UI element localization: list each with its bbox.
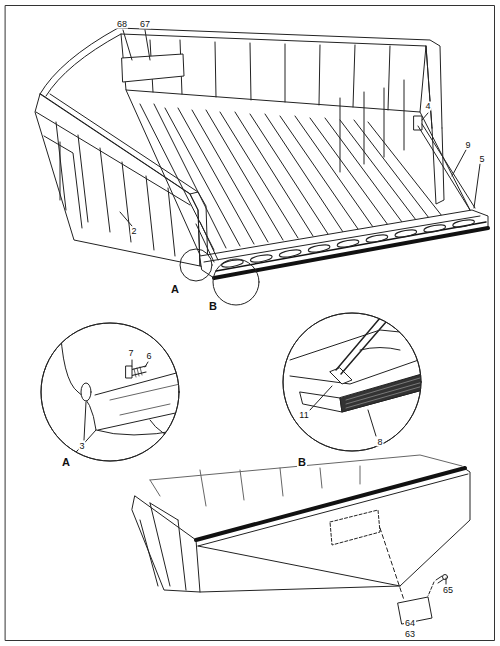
- callout-number: 11: [298, 411, 309, 420]
- detail-letter: B: [297, 457, 307, 468]
- callout-number: 65: [442, 586, 454, 595]
- callout-number: 3: [78, 442, 85, 451]
- callout-number: 8: [376, 438, 383, 447]
- tailgate-slot: [394, 229, 417, 239]
- callout-number: 68: [116, 20, 128, 29]
- callout-number: 63: [404, 630, 416, 639]
- detail-letter: A: [170, 284, 180, 295]
- callout-number: 7: [127, 349, 134, 358]
- callout-number: 9: [464, 141, 471, 150]
- tailgate-slot: [366, 234, 389, 244]
- tailgate-slot: [279, 249, 302, 259]
- detail-letter: B: [208, 301, 218, 312]
- tailgate-slot: [452, 219, 475, 229]
- tailgate-slot: [250, 254, 273, 264]
- callout-number: 2: [130, 227, 137, 236]
- callout-number: 64: [404, 619, 416, 628]
- tailgate-slot: [308, 244, 331, 254]
- tailgate-slot: [423, 224, 446, 234]
- callout-number: 67: [139, 20, 151, 29]
- callout-number: 6: [145, 352, 152, 361]
- callout-number: 4: [424, 102, 431, 111]
- callout-number: 5: [478, 155, 485, 164]
- detail-letter: A: [61, 457, 71, 468]
- tailgate-slot: [337, 239, 360, 249]
- tailgate-slot: [221, 259, 244, 269]
